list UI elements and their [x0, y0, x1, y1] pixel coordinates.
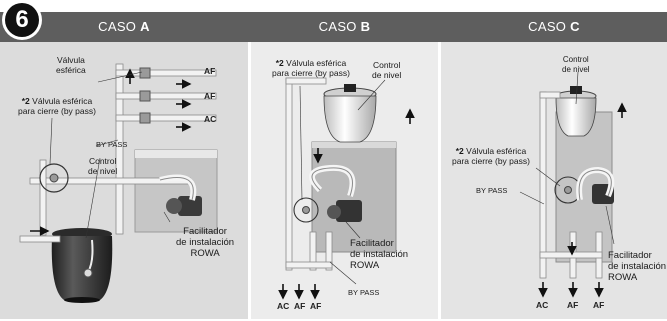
case-b-prefix: CASO: [318, 19, 357, 34]
case-c-drawing: [519, 71, 627, 298]
case-a-prefix: CASO: [98, 19, 137, 34]
case-a-header: CASO A: [0, 12, 248, 42]
case-c-by-pass-label: BY PASS: [476, 186, 508, 195]
case-b-header: CASO B: [251, 12, 438, 42]
case-b-outlet-ac: AC: [277, 301, 290, 311]
case-c-letter: C: [570, 19, 580, 34]
case-a-control-nivel-label: Control de nivel: [88, 156, 118, 176]
case-c-outlet-af-1: AF: [567, 300, 579, 310]
case-c-bypass-valve-label: *2 Válvula esférica para cierre (by pass…: [452, 146, 530, 166]
case-b-outlet-af-2: AF: [310, 301, 322, 311]
case-a-drawing: [19, 63, 218, 303]
case-b-by-pass-label: BY PASS: [348, 288, 380, 297]
step-number-badge: 6: [5, 3, 39, 37]
case-c-header: CASO C: [441, 12, 667, 42]
panel-divider-a-b: [248, 42, 251, 319]
panel-divider-b-c: [438, 42, 441, 319]
case-a-bypass-valve-label: *2 Válvula esférica para cierre (by pass…: [18, 96, 96, 116]
case-a-facilitador-label: Facilitador de instalación ROWA: [176, 226, 235, 259]
case-c-panel: [441, 42, 667, 319]
case-b-letter: B: [360, 19, 371, 34]
case-a-outlet-af-1: AF: [204, 66, 216, 76]
case-b-outlet-af-1: AF: [294, 301, 306, 311]
case-c-outlet-af-2: AF: [593, 300, 605, 310]
header-bar: [0, 12, 667, 42]
case-c-prefix: CASO: [528, 19, 567, 34]
case-a-outlet-af-2: AF: [204, 91, 216, 101]
case-a-letter: A: [140, 19, 150, 34]
case-b-facilitador-label: Facilitador de instalación ROWA: [350, 238, 409, 271]
case-a-by-pass-label: BY PASS: [96, 140, 128, 149]
case-b-control-nivel-label: Control de nivel: [372, 60, 402, 80]
case-a-valvula-esferica-label: Válvula esférica: [56, 55, 86, 75]
case-c-control-nivel-label: Control de nivel: [562, 55, 590, 74]
case-b-drawing: [278, 77, 415, 300]
case-c-facilitador-label: Facilitador de instalación ROWA: [608, 250, 667, 283]
case-b-bypass-valve-label: *2 Válvula esférica para cierre (by pass…: [272, 58, 350, 78]
case-a-outlet-ac: AC: [204, 114, 217, 124]
case-c-outlet-ac: AC: [536, 300, 549, 310]
